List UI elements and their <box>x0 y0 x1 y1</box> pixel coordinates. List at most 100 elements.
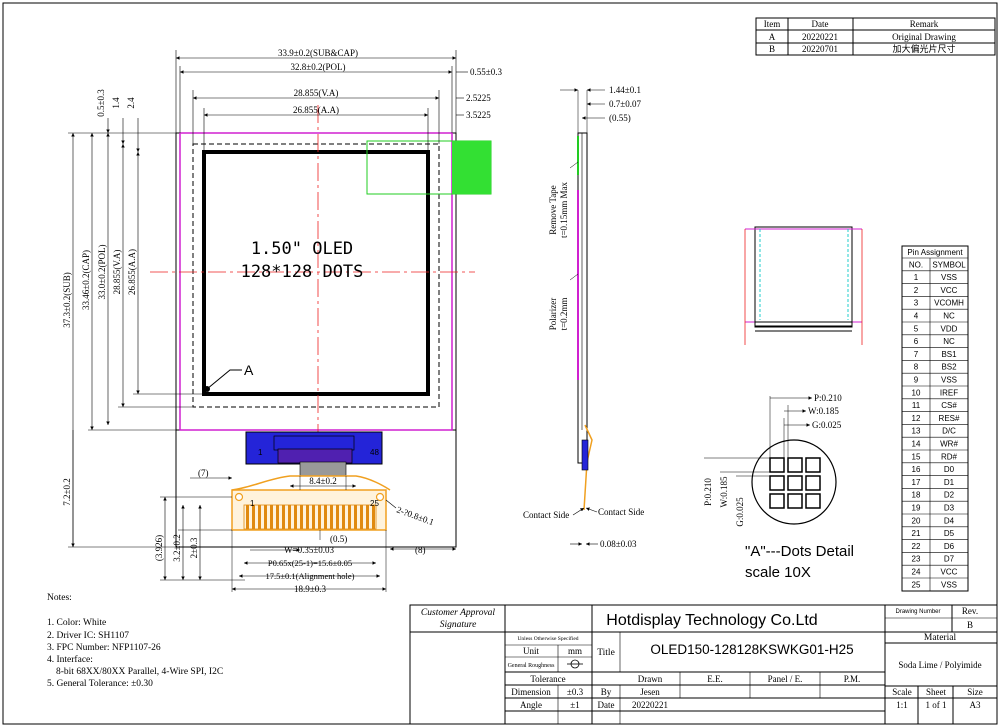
dim-aa-offset: 3.5225 <box>466 110 491 120</box>
pin-table-header-symbol: SYMBOL <box>932 260 966 269</box>
pin-row-no: 15 <box>912 452 921 461</box>
rev-header-item: Item <box>764 19 781 29</box>
dim-pixel-width-v: W:0.185 <box>719 476 729 507</box>
by-value: Jesen <box>640 687 660 697</box>
dim-cap-height: 33.46±0.2(CAP) <box>81 250 91 310</box>
dim-aa-width: 26.855(A.A) <box>293 105 339 115</box>
drawing-title: OLED150-128128KSWKG01-H25 <box>650 642 853 657</box>
polarizer-tab <box>452 141 491 194</box>
pin-row-no: 9 <box>914 376 919 385</box>
pin-row-no: 18 <box>912 491 921 500</box>
dim-pol-offset: 0.55±0.3 <box>470 67 502 77</box>
rev-a-remark: Original Drawing <box>892 32 956 42</box>
pin-row-symbol: VCOMH <box>934 299 964 308</box>
material-label: Material <box>924 633 957 643</box>
notes-title: Notes: <box>47 593 72 603</box>
drawn-label: Drawn <box>638 674 663 684</box>
angle-label: Angle <box>520 700 542 710</box>
pin-row-symbol: NC <box>943 337 955 346</box>
pin-row-no: 2 <box>914 286 919 295</box>
note-5: 5. General Tolerance: ±0.30 <box>47 679 153 689</box>
dim-sub-height: 37.3±0.2(SUB) <box>62 272 72 327</box>
contact-side-left: Contact Side <box>523 510 569 520</box>
company-name: Hotdisplay Technology Co.Ltd <box>606 612 817 629</box>
rev-a-item: A <box>769 32 776 42</box>
scale-label: Scale <box>892 687 912 697</box>
front-view: 1.50" OLED 128*128 DOTS A 1 48 1 25 <box>150 105 492 548</box>
title-block: Customer Approval Signature Hotdisplay T… <box>409 604 998 725</box>
roughness-label: General Roughness <box>508 663 555 669</box>
detail-caption-scale: scale 10X <box>745 564 811 581</box>
dim-side-glass: 0.7±0.07 <box>609 99 641 109</box>
fpc-pin-last: 25 <box>370 499 379 508</box>
dim-pol-width: 32.8±0.2(POL) <box>291 62 346 72</box>
note-3: 3. FPC Number: NFP1107-26 <box>47 643 161 653</box>
note-4: 4. Interface: <box>47 654 93 665</box>
material-value: Soda Lime / Polyimide <box>898 660 981 670</box>
rev-header-date: Date <box>812 19 829 29</box>
dim-va-height: 28.855(V.A) <box>112 250 122 295</box>
rev-b-remark: 加大偏光片尺寸 <box>892 43 955 54</box>
marker-a: A <box>244 362 254 378</box>
dim-sub-cap-width: 33.9±0.2(SUB&CAP) <box>278 48 358 58</box>
rev-b-item: B <box>769 44 775 54</box>
pin-row-symbol: BS2 <box>941 363 957 372</box>
unit-value: mm <box>568 646 582 656</box>
rev-b-date: 20220701 <box>802 44 838 54</box>
pin-row-no: 6 <box>914 337 919 346</box>
detail-caption-title: "A"---Dots Detail <box>745 543 854 560</box>
dimension-label: Dimension <box>511 687 551 697</box>
pin-row-no: 14 <box>912 440 921 449</box>
note-4-detail: 8-bit 68XX/80XX Parallel, 4-Wire SPI, I2… <box>56 667 223 677</box>
dim-va-offset: 2.5225 <box>466 93 491 103</box>
pin-row-no: 25 <box>912 580 921 589</box>
unless-label: Unless Otherwise Specified <box>517 635 578 642</box>
panel-label: Panel / E. <box>768 674 803 684</box>
roughness-symbol-icon <box>567 659 583 669</box>
pin-row-no: 13 <box>912 427 921 436</box>
pin-row-no: 24 <box>912 568 921 577</box>
pin-row-symbol: D/C <box>942 427 956 436</box>
display-label-size: 1.50" OLED <box>251 239 353 259</box>
pin-row-symbol: D6 <box>944 542 955 551</box>
pin-row-no: 12 <box>912 414 921 423</box>
pin-row-no: 8 <box>914 363 919 372</box>
drawing-number-label: Drawing Number <box>895 609 940 615</box>
pin-row-no: 17 <box>912 478 921 487</box>
pin-row-symbol: VSS <box>941 376 957 385</box>
ic-pin-last: 48 <box>370 448 379 457</box>
angle-tolerance: ±1 <box>570 700 579 710</box>
dim-left-1-4: 1.4 <box>111 97 121 109</box>
dim-pixel-pitch-h: P:0.210 <box>814 393 842 403</box>
pin-row-symbol: CS# <box>941 401 957 410</box>
pin-row-symbol: D5 <box>944 529 955 538</box>
display-label-dots: 128*128 DOTS <box>241 262 364 282</box>
pin-row-symbol: D3 <box>944 504 955 513</box>
dim-aa-height: 26.855(A.A) <box>127 249 137 295</box>
pin-row-symbol: D4 <box>944 516 955 525</box>
rear-view <box>744 226 863 345</box>
fpc-contacts <box>243 504 377 530</box>
date-label: Date <box>598 700 615 710</box>
dim-fpc-gap: (0.5) <box>330 534 347 544</box>
dim-fpc-tab-height: 3.2±0.2 <box>172 534 182 561</box>
dimension-tolerance: ±0.3 <box>567 687 584 697</box>
dim-fpc-thickness: 0.08±0.03 <box>600 539 637 549</box>
unit-label: Unit <box>523 646 540 656</box>
left-small-dimensions: 0.5±0.3 1.4 2.4 <box>96 89 140 152</box>
top-dimensions: 33.9±0.2(SUB&CAP) 32.8±0.2(POL) 0.55±0.3… <box>175 48 502 152</box>
side-view: 1.44±0.1 0.7±0.07 (0.55) Remove Tape t=0… <box>523 85 644 549</box>
pin-row-symbol: RD# <box>941 452 958 461</box>
dim-side-thickness: 1.44±0.1 <box>609 85 641 95</box>
dim-left-2-4: 2.4 <box>126 97 136 109</box>
dim-fpc-width: 18.9±0.3 <box>294 584 326 594</box>
size-label: Size <box>967 687 983 697</box>
pin-row-symbol: VDD <box>941 324 958 333</box>
notes: Notes: 1. Color: White 2. Driver IC: SH1… <box>47 593 223 689</box>
pin-row-symbol: D2 <box>944 491 955 500</box>
sheet-label: Sheet <box>926 687 946 697</box>
pin-row-no: 16 <box>912 465 921 474</box>
active-area <box>202 150 430 396</box>
pin-row-symbol: RES# <box>939 414 960 423</box>
